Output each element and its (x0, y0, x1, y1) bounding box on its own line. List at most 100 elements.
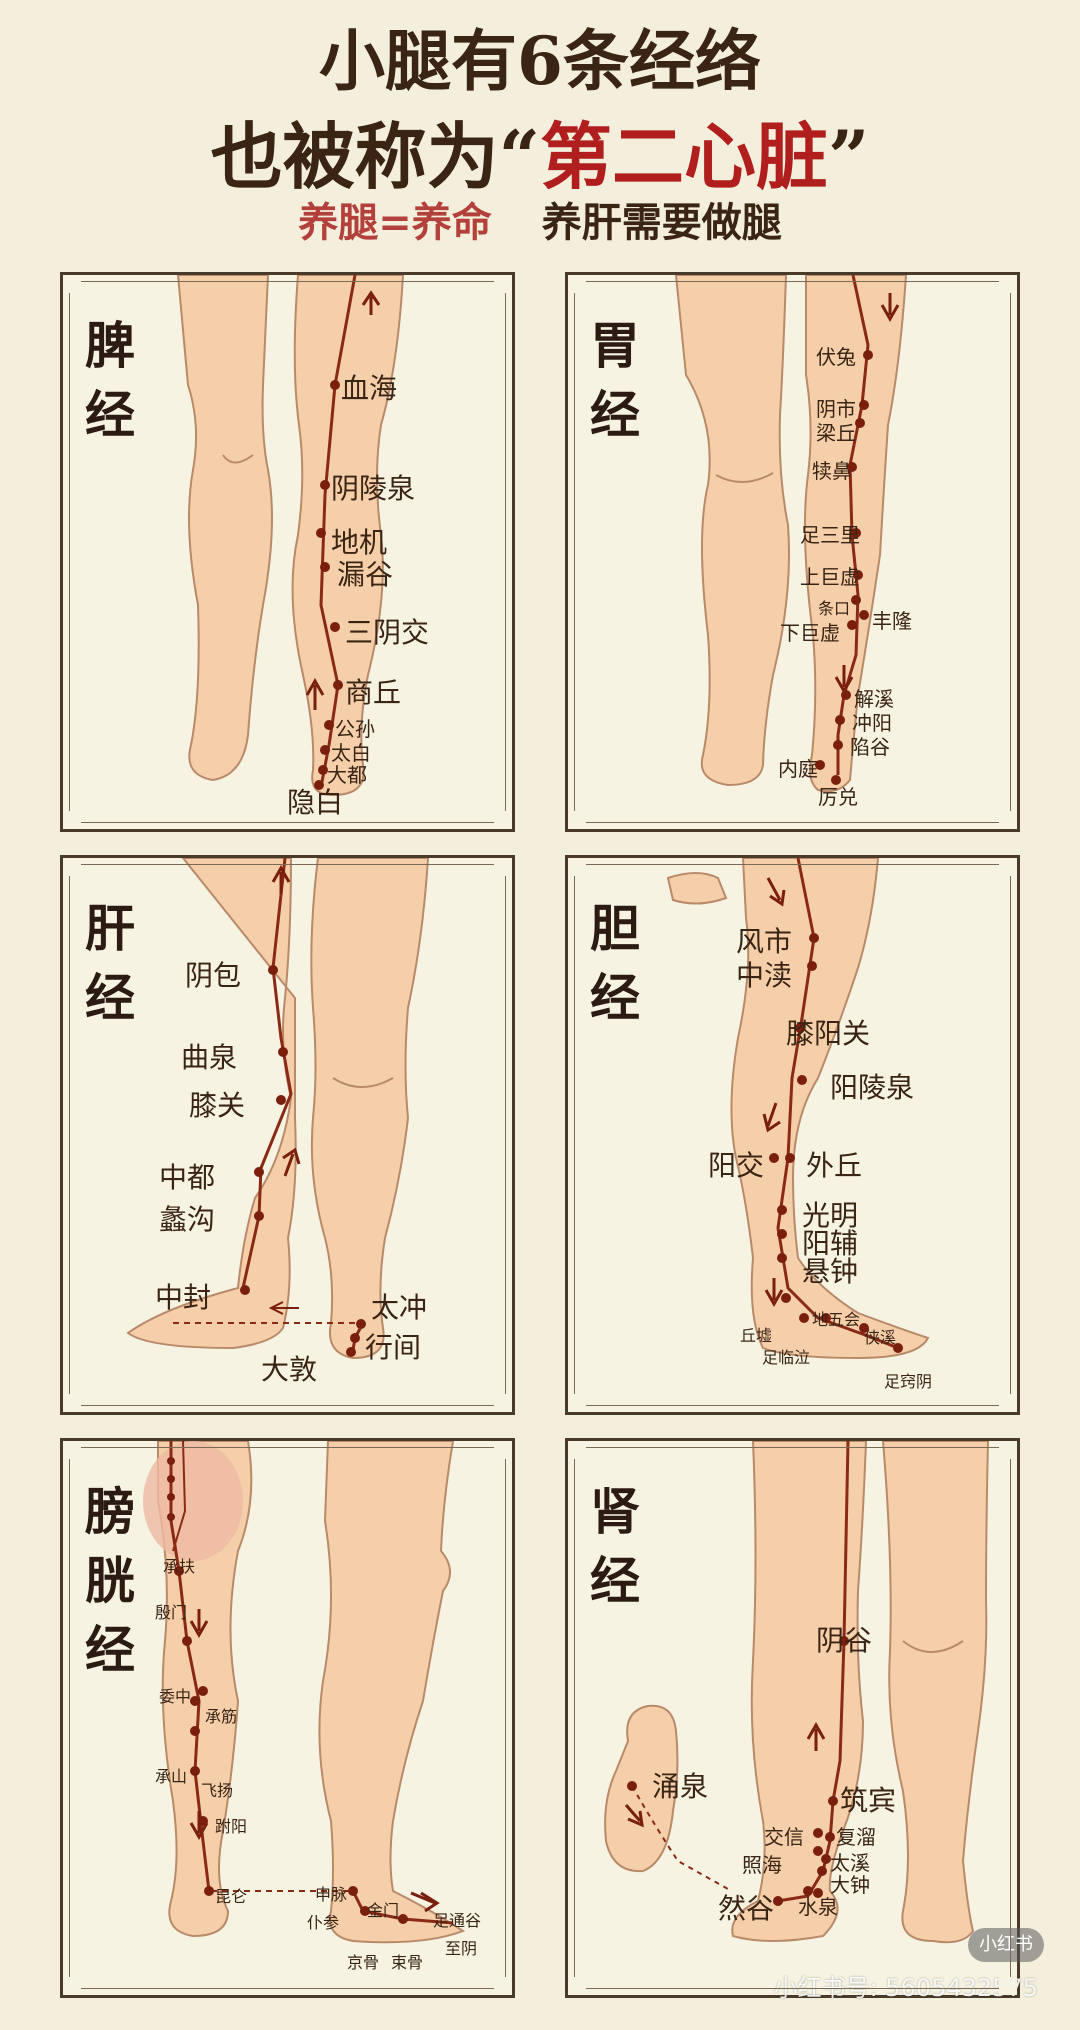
point-label: 伏兔 (816, 345, 856, 369)
point-label: 足临泣 (762, 1348, 811, 1367)
point-label: 京骨 (347, 1953, 380, 1972)
point-label: 曲泉 (181, 1041, 238, 1074)
panel-spleen-meridian: 脾经 血海 阴陵泉 地机 漏谷 三阴交 商丘 公孙 太白 大都 隐白 (60, 272, 515, 832)
point-label: 太冲 (371, 1291, 428, 1324)
point-label: 大钟 (830, 1873, 870, 1897)
point-label: 丘墟 (740, 1326, 773, 1345)
point-label: 筑宾 (840, 1784, 897, 1817)
point-label: 外丘 (806, 1149, 863, 1182)
point-label: 阳交 (708, 1149, 765, 1182)
point-label: 丰隆 (872, 609, 912, 633)
point-label: 阳陵泉 (830, 1071, 915, 1104)
point-label: 中渎 (736, 959, 793, 992)
point-label: 膝关 (189, 1089, 246, 1122)
point-label: 足窍阴 (884, 1372, 933, 1391)
point-label: 侠溪 (864, 1328, 897, 1347)
panel-title: 脾经 (85, 316, 135, 444)
title-line-2: 也被称为“第二心脏” (0, 98, 1080, 203)
point-label: 承山 (155, 1767, 188, 1786)
point-label: 水泉 (798, 1895, 838, 1919)
panel-kidney-meridian: 肾经 阴谷 涌泉 筑宾 交信 复溜 照海 太溪 大钟 然谷 水泉 (565, 1438, 1020, 1998)
point-label: 足通谷 (433, 1911, 482, 1930)
title-line-1: 小腿有6条经络 (319, 22, 761, 100)
subtitle: 养腿=养命 养肝需要做腿 (0, 190, 1080, 248)
point-label: 光明 (802, 1199, 859, 1232)
point-label: 涌泉 (652, 1770, 709, 1803)
point-label: 太白 (331, 741, 371, 765)
point-label: 地五会 (812, 1310, 861, 1329)
point-label: 梁丘 (816, 421, 856, 445)
point-label: 大都 (327, 763, 367, 787)
point-label: 阴包 (185, 959, 242, 992)
point-label: 行间 (365, 1331, 422, 1364)
leg-illustration (176, 275, 405, 797)
point-label: 悬钟 (802, 1255, 859, 1288)
point-label: 中封 (155, 1281, 212, 1314)
account-id: 小红书号: 5605432575 (773, 1974, 1038, 2002)
point-label: 阴市 (816, 397, 856, 421)
point-label: 下巨虚 (780, 621, 840, 645)
leg-illustration (126, 858, 430, 1360)
point-label: 殷门 (155, 1603, 188, 1622)
point-label: 太溪 (830, 1851, 870, 1875)
panel-title: 胆经 (590, 899, 640, 1027)
panel-title: 肝经 (85, 899, 135, 1027)
title-line-2-suffix: ” (828, 114, 870, 199)
point-label: 承扶 (163, 1557, 196, 1576)
point-label: 内庭 (778, 757, 818, 781)
point-label: 飞扬 (201, 1781, 234, 1800)
point-label: 交信 (764, 1825, 804, 1849)
subtitle-left: 养腿=养命 (298, 199, 492, 246)
subtitle-right: 养肝需要做腿 (541, 199, 782, 246)
point-label: 申脉 (315, 1885, 348, 1904)
point-label: 至阴 (445, 1939, 478, 1958)
point-label: 仆参 (307, 1913, 340, 1932)
point-label: 金门 (367, 1901, 400, 1920)
point-label: 委中 (159, 1687, 192, 1706)
panel-stomach-meridian: 胃经 伏兔 阴市 梁丘 犊鼻 足三里 上巨虚 条口 丰隆 下巨虚 解溪 冲阳 陷… (565, 272, 1020, 832)
point-label: 大敦 (261, 1353, 318, 1386)
panel-title: 膀胱经 (85, 1482, 135, 1679)
point-label: 照海 (742, 1853, 782, 1877)
point-label: 隐白 (287, 786, 344, 819)
point-label: 阴陵泉 (331, 472, 416, 505)
point-label: 商丘 (345, 676, 402, 709)
point-label: 血海 (341, 372, 398, 405)
point-label: 地机 (331, 526, 388, 559)
leg-illustration (604, 1441, 990, 1944)
point-label: 上巨虚 (800, 565, 860, 589)
point-label: 厉兑 (818, 785, 858, 809)
point-label: 束骨 (391, 1953, 424, 1972)
panel-title: 肾经 (590, 1482, 640, 1610)
point-label: 风市 (736, 925, 793, 958)
panel-gallbladder-meridian: 胆经 风市 中渎 膝阳关 阳陵泉 阳交 外丘 光明 阳辅 悬钟 丘墟 地五会 侠… (565, 855, 1020, 1415)
point-label: 条口 (818, 599, 851, 618)
point-label: 承筋 (205, 1707, 238, 1726)
xiaohongshu-badge: 小红书 (968, 1928, 1044, 1962)
point-label: 跗阳 (215, 1817, 248, 1836)
point-label: 犊鼻 (812, 459, 852, 483)
leg-illustration (674, 275, 908, 793)
panel-title: 胃经 (590, 316, 640, 444)
point-label: 足三里 (800, 523, 860, 547)
point-label: 阳辅 (802, 1227, 859, 1260)
title-line-2-prefix: 也被称为“ (210, 114, 540, 199)
leg-illustration (666, 858, 930, 1360)
panel-bladder-meridian: 膀胱经 承扶 殷门 委中 承筋 承山 飞扬 跗阳 昆仑 仆参 申脉 金门 京骨 … (60, 1438, 515, 1998)
point-label: 解溪 (854, 687, 894, 711)
point-label: 三阴交 (345, 616, 430, 649)
point-label: 中都 (159, 1161, 216, 1194)
point-label: 蠡沟 (159, 1203, 216, 1236)
point-label: 昆仑 (215, 1887, 248, 1906)
leg-illustration (143, 1441, 466, 1944)
point-label: 膝阳关 (786, 1017, 871, 1050)
point-label: 漏谷 (337, 558, 394, 591)
point-label: 复溜 (836, 1825, 876, 1849)
panel-liver-meridian: 肝经 阴包 曲泉 膝关 中都 蠡沟 中封 太冲 行间 大敦 (60, 855, 515, 1415)
point-label: 然谷 (718, 1892, 775, 1925)
point-label: 公孙 (335, 717, 375, 741)
title-highlight: 第二心脏 (539, 114, 828, 199)
point-label: 陷谷 (850, 735, 890, 759)
point-label: 冲阳 (852, 711, 892, 735)
point-label: 阴谷 (816, 1624, 873, 1657)
